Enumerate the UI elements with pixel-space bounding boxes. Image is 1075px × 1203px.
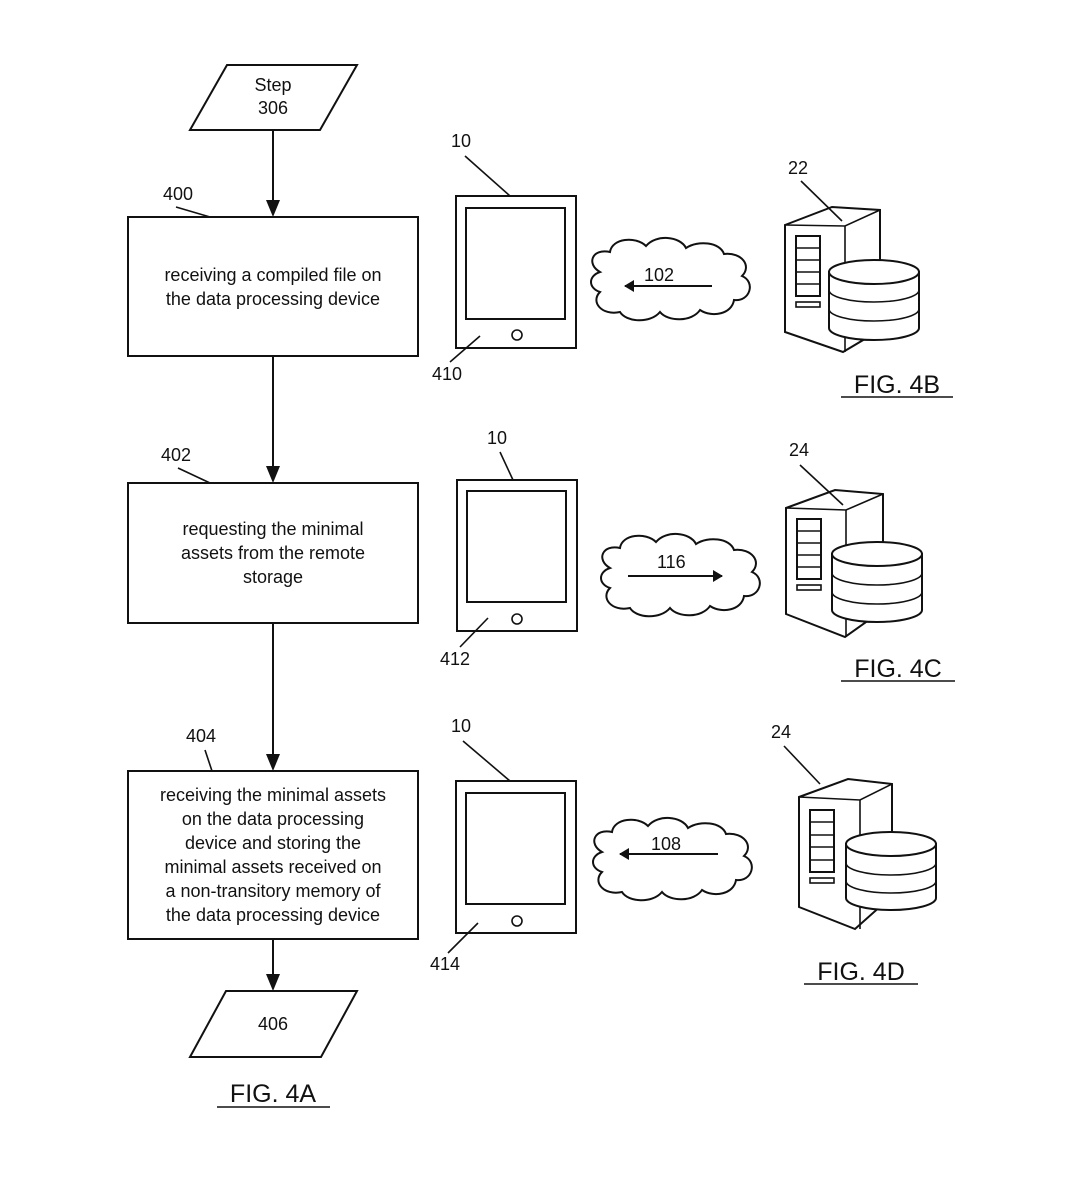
- fig-4d-device-ref: 10: [451, 716, 471, 736]
- fig-4b-server-ref: 22: [788, 158, 808, 178]
- fig-4d-server-ref: 24: [771, 722, 791, 742]
- ref-402: 402: [161, 445, 191, 465]
- tablet-device: [455, 780, 577, 934]
- home-button-icon: [511, 329, 523, 341]
- step-402-line2: assets from the remote: [181, 543, 365, 563]
- fig-4d-network-ref: 108: [651, 834, 681, 854]
- cloud-icon: [590, 237, 751, 322]
- server-database-icon: [798, 777, 937, 931]
- start-step-shape: Step 306: [188, 64, 359, 131]
- fig-4c-network-ref: 116: [657, 552, 686, 572]
- flow-arrowhead-3: [266, 754, 280, 771]
- step-404: 404 receiving the minimal assets on the …: [127, 726, 419, 940]
- step-402-line1: requesting the minimal: [182, 519, 363, 539]
- fig-4d-screen-ref: 414: [430, 954, 460, 974]
- fig-4b-title: FIG. 4B: [854, 371, 940, 399]
- fig-4b-device-ref: 10: [451, 131, 471, 151]
- flow-arrowhead-4: [266, 974, 280, 991]
- leader-4d-server: [783, 745, 821, 785]
- fig-4d-title: FIG. 4D: [817, 958, 905, 986]
- step-404-line4: minimal assets received on: [164, 857, 381, 877]
- leader-4b-server: [800, 180, 843, 222]
- tablet-device: [456, 479, 578, 632]
- leader-4c-server: [799, 464, 844, 506]
- fig-4c-server-ref: 24: [789, 440, 809, 460]
- step-404-line2: on the data processing: [182, 809, 364, 829]
- home-button-icon: [511, 915, 523, 927]
- figure-4d: 10 414 108 24 FIG. 4D: [430, 716, 937, 986]
- home-button-icon: [511, 613, 523, 625]
- leader-4d-device: [462, 740, 511, 782]
- fig-4b-screen-ref: 410: [432, 364, 462, 384]
- fig-4c-screen-ref: 412: [440, 649, 470, 669]
- leader-400: [175, 206, 211, 218]
- step-402: 402 requesting the minimal assets from t…: [127, 445, 419, 624]
- leader-4b-screen: [449, 335, 481, 363]
- leader-4d-screen: [447, 922, 479, 954]
- tablet-device: [455, 195, 577, 349]
- step-400-line1: receiving a compiled file on: [164, 265, 381, 285]
- step-404-line5: a non-transitory memory of: [165, 881, 381, 901]
- ref-400: 400: [163, 184, 193, 204]
- fig-4b-network-ref: 102: [644, 265, 674, 285]
- flow-arrowhead-2: [266, 466, 280, 483]
- step-400: 400 receiving a compiled file on the dat…: [127, 184, 419, 357]
- start-label-line2: 306: [258, 98, 288, 118]
- server-database-icon: [784, 205, 920, 354]
- fig-4a-title: FIG. 4A: [230, 1080, 316, 1108]
- figure-4c: 10 412 116 24 FIG. 4C: [440, 428, 955, 683]
- figure-4b: 10 410 102 22 FIG. 4B: [432, 131, 953, 399]
- step-404-line1: receiving the minimal assets: [160, 785, 386, 805]
- start-label-line1: Step: [254, 75, 291, 95]
- fig-4c-device-ref: 10: [487, 428, 507, 448]
- leader-4c-screen: [459, 617, 489, 648]
- step-404-line3: device and storing the: [185, 833, 361, 853]
- leader-402: [177, 467, 211, 484]
- leader-404: [204, 749, 213, 772]
- server-database-icon: [785, 488, 923, 639]
- step-402-line3: storage: [243, 567, 303, 587]
- step-404-line6: the data processing device: [166, 905, 380, 925]
- flowchart: Step 306 400 receiving a compiled file o…: [127, 64, 419, 1108]
- ref-404: 404: [186, 726, 216, 746]
- cloud-icon: [592, 817, 753, 902]
- leader-4b-device: [464, 155, 511, 197]
- end-step-shape: 406: [188, 990, 359, 1058]
- fig-4c-title: FIG. 4C: [854, 655, 942, 683]
- flow-arrowhead-1: [266, 200, 280, 217]
- end-label: 406: [258, 1014, 288, 1034]
- step-400-line2: the data processing device: [166, 289, 380, 309]
- leader-4c-device: [499, 451, 514, 481]
